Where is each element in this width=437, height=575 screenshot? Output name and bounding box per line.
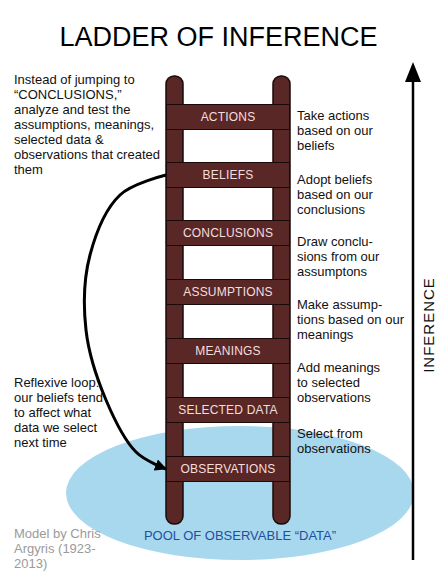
ladder-rung: CONCLUSIONS	[166, 220, 290, 246]
rung-label: ASSUMPTIONS	[183, 285, 273, 299]
rung-label: SELECTED DATA	[178, 403, 278, 417]
inference-arrow-head	[405, 62, 421, 82]
annotation-text: Instead of jumping to “CONCLUSIONS,” ana…	[14, 72, 164, 177]
pool-ellipse	[66, 426, 414, 560]
diagram-title: LADDER OF INFERENCE	[0, 22, 437, 53]
annotation-text: Select from observations	[297, 426, 397, 456]
ladder-rung: ASSUMPTIONS	[166, 279, 290, 305]
annotation-text: Reflexive loop: our beliefs tend to affe…	[14, 375, 106, 450]
annotation-text: Add meanings to selected observations	[297, 360, 389, 405]
ladder-rung: ACTIONS	[166, 104, 290, 130]
annotation-text: Make assump- tions based on our meanings	[297, 297, 405, 342]
rung-label: MEANINGS	[195, 344, 261, 358]
pool-label: POOL OF OBSERVABLE “DATA”	[65, 528, 415, 543]
ladder-rung: BELIEFS	[166, 162, 290, 188]
annotation-text: Model by Chris Argyris (1923-2013)	[14, 526, 124, 571]
annotation-text: Adopt beliefs based on our conclusions	[297, 172, 397, 217]
ladder-rung: MEANINGS	[166, 338, 290, 364]
rung-label: BELIEFS	[203, 168, 254, 182]
rung-label: CONCLUSIONS	[183, 226, 273, 240]
rung-label: ACTIONS	[201, 110, 256, 124]
ladder-rung: SELECTED DATA	[166, 397, 290, 423]
annotation-text: Take actions based on our beliefs	[297, 108, 397, 153]
rung-label: OBSERVATIONS	[180, 462, 275, 476]
ladder-rung: OBSERVATIONS	[166, 456, 290, 482]
annotation-text: Draw conclu- sions from our assumptons	[297, 234, 397, 279]
axis-label: INFERENCE	[420, 277, 437, 373]
